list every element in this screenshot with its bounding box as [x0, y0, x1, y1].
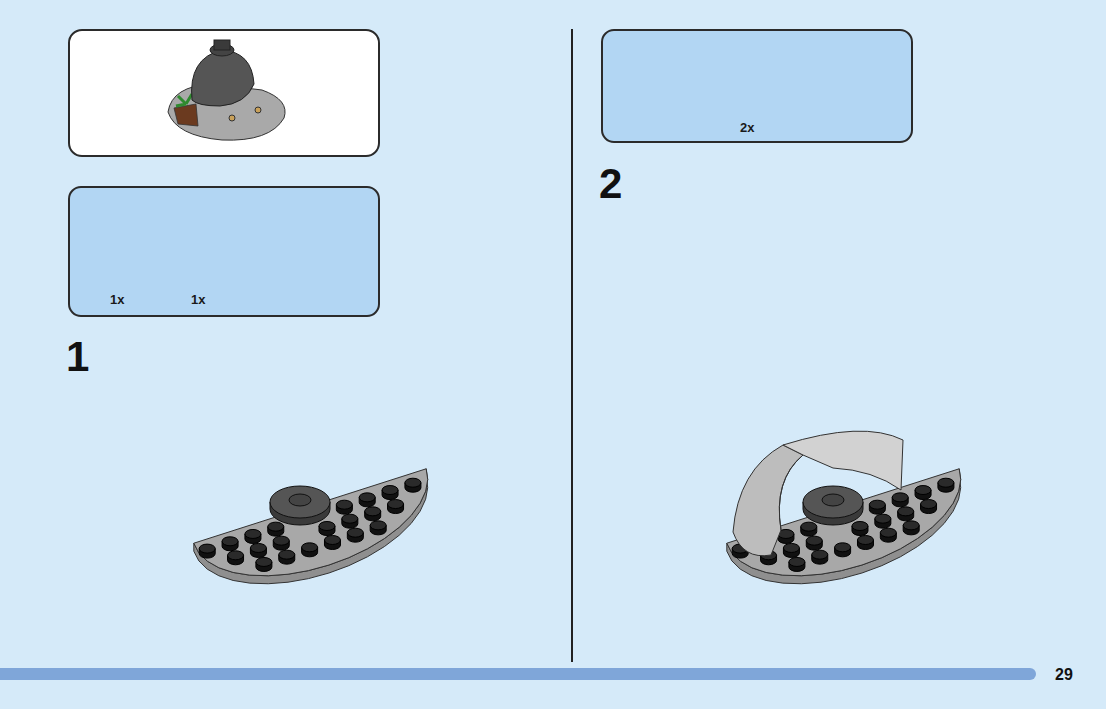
parts-callout-box: 2x: [601, 29, 913, 143]
part-quantity: 1x: [191, 292, 205, 307]
overview-box: [69, 30, 379, 156]
step2-model: [727, 431, 961, 584]
page-number: 29: [1055, 667, 1073, 683]
overview-model: [168, 40, 285, 140]
step-number: 2: [599, 163, 622, 205]
part-quantity: 2x: [740, 120, 754, 135]
part-quantity: 1x: [110, 292, 124, 307]
column-divider: [571, 29, 573, 662]
parts-callout-box: 1x 1x: [68, 186, 380, 317]
step-number: 1: [66, 336, 89, 378]
step1-model: [194, 469, 428, 584]
page-bar: [0, 668, 1036, 680]
